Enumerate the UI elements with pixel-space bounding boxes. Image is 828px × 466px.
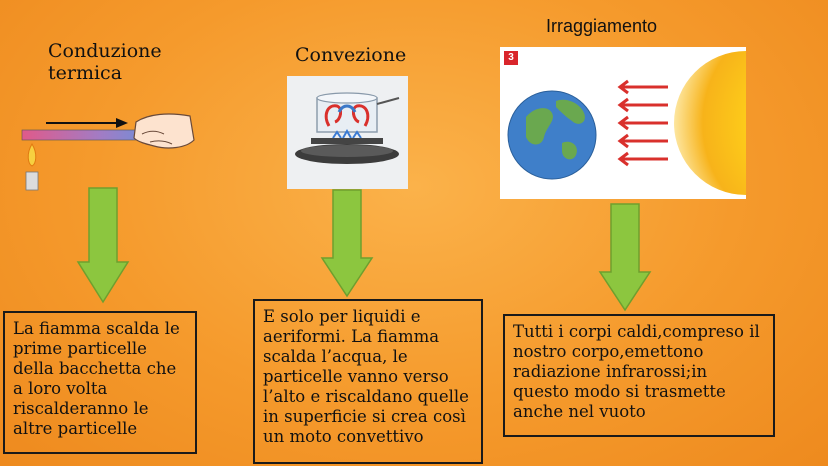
hand-icon	[133, 113, 195, 149]
radiation-illustration: 3	[500, 47, 746, 199]
down-arrow-conduction	[76, 187, 130, 304]
down-arrow-convection	[320, 189, 374, 298]
metal-rod	[21, 129, 153, 141]
convection-illustration	[287, 76, 408, 189]
conduction-title: Conduzione termica	[48, 40, 162, 84]
convection-title: Convezione	[295, 44, 407, 66]
convection-currents	[324, 104, 343, 127]
sun-icon	[674, 51, 746, 195]
gas-flame-icon	[332, 128, 362, 139]
heat-direction-arrow	[116, 118, 128, 128]
down-arrow-radiation	[598, 203, 652, 312]
radiation-title: Irraggiamento	[546, 16, 658, 36]
radiation-arrows	[617, 79, 668, 167]
conduction-illustration	[21, 113, 195, 191]
candle	[25, 171, 39, 191]
stove-burner	[311, 138, 383, 144]
flame-icon	[27, 143, 37, 167]
earth-icon	[507, 90, 597, 180]
convection-description: E solo per liquidi e aeriformi. La fiamm…	[253, 299, 483, 464]
radiation-description: Tutti i corpi caldi,compreso il nostro c…	[503, 314, 775, 437]
figure-number-badge: 3	[504, 51, 518, 65]
conduction-description: La fiamma scalda le prime particelle del…	[3, 311, 197, 454]
